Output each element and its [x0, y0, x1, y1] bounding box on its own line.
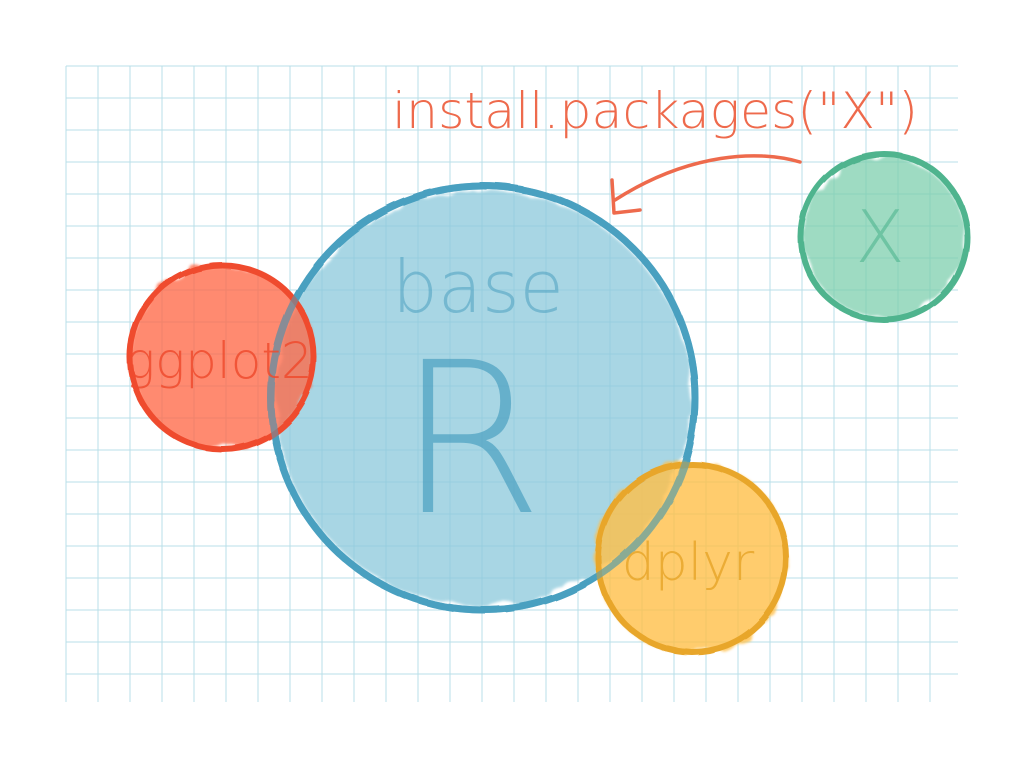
install-arrow — [610, 154, 802, 215]
base-r-fill — [275, 190, 691, 606]
dplyr-circle — [595, 461, 789, 655]
r-letter: R — [397, 317, 543, 562]
base-label: base — [392, 245, 564, 329]
x-package-outline — [798, 151, 970, 323]
dplyr-fill — [596, 462, 788, 654]
ggplot2-outline — [127, 262, 317, 452]
install-arrow-line — [613, 154, 802, 202]
x-package-label: X — [855, 195, 904, 279]
x-package-circle — [798, 151, 970, 323]
ggplot2-label: ggplot2 — [125, 332, 313, 390]
install-arrow-head — [610, 178, 642, 215]
dplyr-label: dplyr — [622, 533, 755, 593]
x-package-fill — [804, 157, 964, 317]
install-command-text: install.packages("X") — [392, 82, 918, 140]
base-r-outline-overlay — [267, 182, 699, 614]
dplyr-outline — [595, 461, 789, 655]
